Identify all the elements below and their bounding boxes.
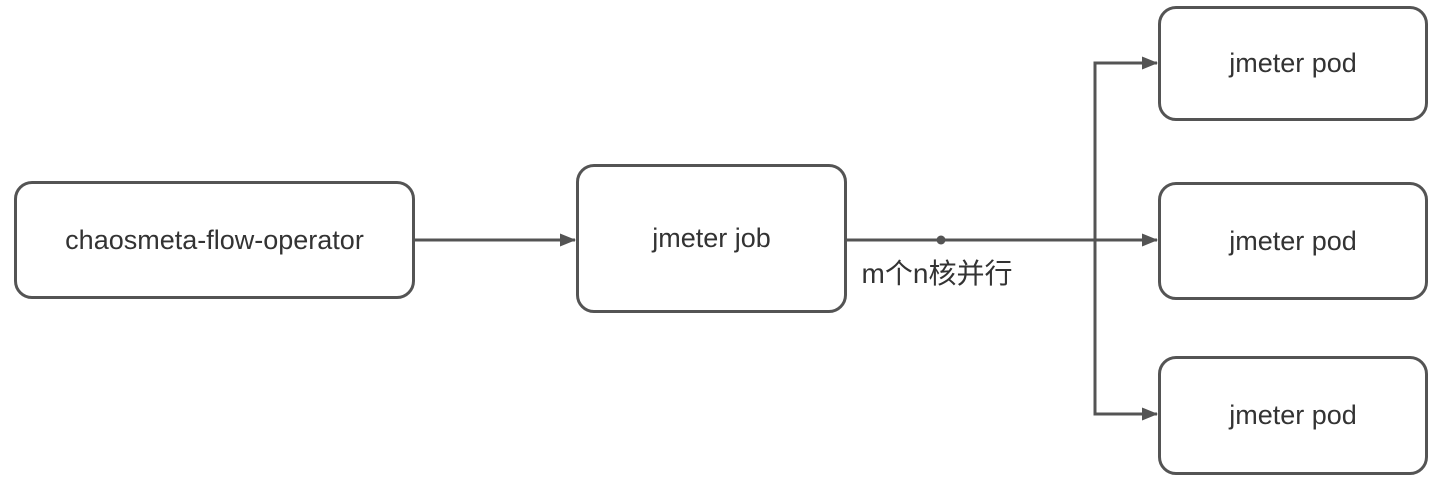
node-chaosmeta-flow-operator-label: chaosmeta-flow-operator — [65, 224, 364, 255]
node-jmeter-pod-bottom-label: jmeter pod — [1229, 400, 1357, 431]
node-jmeter-job-label: jmeter job — [652, 223, 771, 254]
node-jmeter-pod-top: jmeter pod — [1158, 6, 1428, 121]
node-jmeter-pod-top-label: jmeter pod — [1229, 48, 1357, 79]
node-jmeter-pod-middle: jmeter pod — [1158, 182, 1428, 300]
edge-job-to-pod-top — [1093, 56, 1158, 240]
node-jmeter-job: jmeter job — [576, 164, 847, 313]
node-chaosmeta-flow-operator: chaosmeta-flow-operator — [14, 181, 415, 299]
edge-label-parallelism: m个n核并行 — [861, 258, 1013, 289]
edge-job-to-pod-bottom — [1093, 240, 1158, 421]
node-jmeter-pod-middle-label: jmeter pod — [1229, 225, 1357, 256]
edge-waypoint-dot — [936, 235, 946, 245]
node-jmeter-pod-bottom: jmeter pod — [1158, 356, 1428, 475]
